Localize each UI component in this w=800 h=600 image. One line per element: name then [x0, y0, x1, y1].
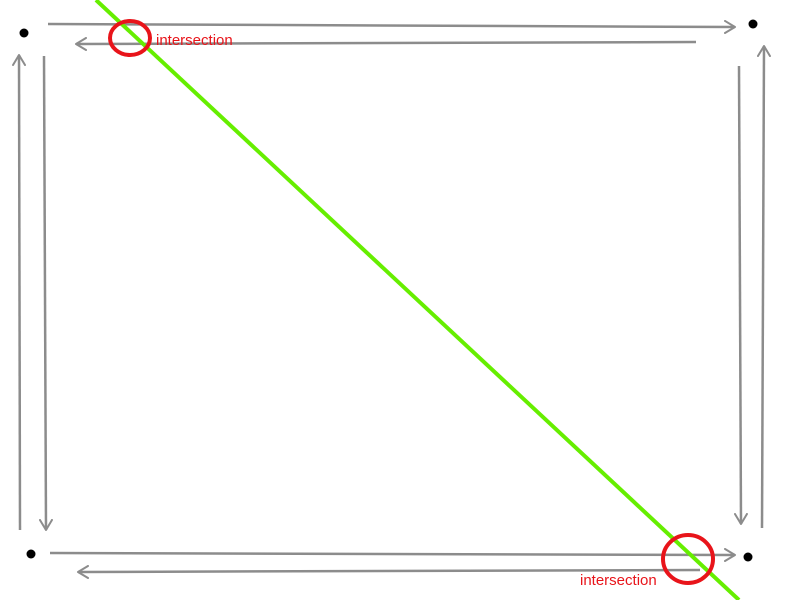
top-edge-arrow-left	[75, 36, 697, 51]
intersection-marker-bottom	[661, 533, 715, 585]
bottom-edge-arrow-left	[77, 564, 701, 579]
diagonal-line	[94, 0, 741, 600]
intersection-label-bottom: intersection	[580, 572, 657, 589]
vertex-top-right	[748, 19, 758, 29]
vertex-bottom-left	[26, 549, 36, 559]
right-edge-arrow-down	[733, 65, 748, 525]
top-edge-arrow-right	[47, 19, 736, 34]
intersection-label-top: intersection	[156, 32, 233, 49]
bottom-edge-arrow-right	[49, 547, 736, 562]
left-edge-arrow-down	[38, 55, 53, 531]
vertex-bottom-right	[743, 552, 753, 562]
intersection-marker-top	[108, 19, 152, 57]
right-edge-arrow-up	[756, 45, 771, 529]
vertex-top-left	[19, 28, 29, 38]
left-edge-arrow-up	[12, 54, 27, 531]
